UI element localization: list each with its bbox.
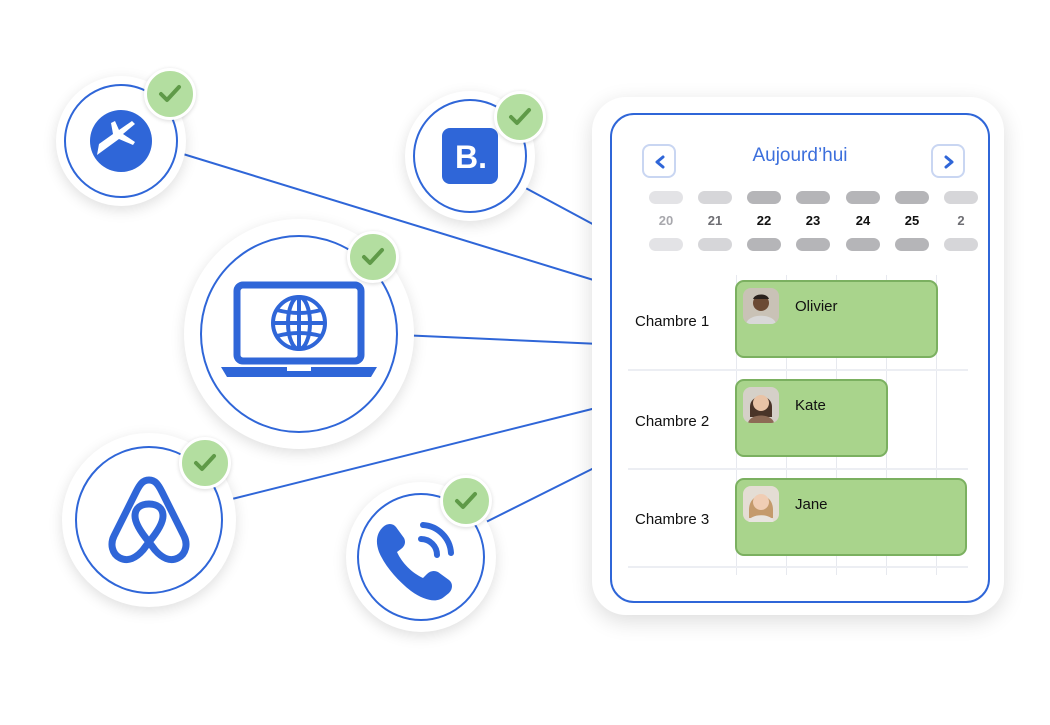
airbnb-logo-icon — [108, 476, 190, 564]
day-pill-top — [895, 191, 929, 204]
laptop-globe-icon — [221, 281, 377, 377]
website-check-icon — [347, 231, 399, 283]
expedia-check-icon — [144, 68, 196, 120]
day-pill-top — [747, 191, 781, 204]
day-pill-top — [796, 191, 830, 204]
day-pill-bottom — [895, 238, 929, 251]
day-pill-top — [944, 191, 978, 204]
airplane-icon — [90, 110, 152, 172]
guest-name: Kate — [795, 397, 826, 414]
day-pill-bottom — [649, 238, 683, 251]
day-number[interactable]: 24 — [855, 213, 871, 228]
calendar-panel: Aujourd’hui 20 21 22 23 24 25 2 Chambre … — [610, 113, 990, 603]
day-pill-top — [698, 191, 732, 204]
svg-text:B.: B. — [455, 139, 487, 175]
room-label-2: Chambre 2 — [635, 413, 710, 430]
day-pill-top — [649, 191, 683, 204]
airbnb-check-icon — [179, 437, 231, 489]
avatar — [743, 387, 779, 423]
booking-block-kate[interactable]: Kate — [735, 379, 888, 457]
avatar — [743, 486, 779, 522]
day-number[interactable]: 21 — [707, 213, 723, 228]
phone-icon — [376, 522, 454, 601]
day-number[interactable]: 23 — [805, 213, 821, 228]
line-airbnb — [227, 406, 601, 501]
day-pill-bottom — [944, 238, 978, 251]
booking-block-olivier[interactable]: Olivier — [735, 280, 938, 358]
day-pill-top — [846, 191, 880, 204]
booking-block-jane[interactable]: Jane — [735, 478, 967, 556]
prev-button[interactable] — [642, 144, 676, 178]
grid-row-line — [628, 369, 968, 371]
line-booking — [519, 184, 601, 229]
booking-check-icon — [494, 91, 546, 143]
guest-name: Olivier — [795, 298, 838, 315]
grid-column-line — [936, 275, 937, 575]
next-button[interactable] — [931, 144, 965, 178]
line-website — [399, 334, 601, 345]
booking-node[interactable]: B. — [405, 91, 535, 221]
line-phone — [479, 464, 601, 526]
grid-row-line — [628, 566, 968, 568]
day-pill-bottom — [846, 238, 880, 251]
day-number[interactable]: 22 — [756, 213, 772, 228]
day-pill-bottom — [698, 238, 732, 251]
expedia-node[interactable] — [56, 76, 186, 206]
day-number[interactable]: 20 — [658, 213, 674, 228]
day-number[interactable]: 25 — [904, 213, 920, 228]
day-number[interactable]: 2 — [957, 213, 965, 228]
day-pill-bottom — [747, 238, 781, 251]
phone-check-icon — [440, 475, 492, 527]
room-label-3: Chambre 3 — [635, 511, 710, 528]
booking-b-logo: B. — [442, 128, 498, 184]
chevron-right-icon — [944, 155, 954, 169]
avatar — [743, 288, 779, 324]
room-label-1: Chambre 1 — [635, 313, 710, 330]
chevron-left-icon — [655, 155, 665, 169]
day-pill-bottom — [796, 238, 830, 251]
guest-name: Jane — [795, 496, 828, 513]
grid-row-line — [628, 468, 968, 470]
today-label[interactable]: Aujourd’hui — [752, 145, 848, 166]
line-expedia — [169, 149, 601, 283]
